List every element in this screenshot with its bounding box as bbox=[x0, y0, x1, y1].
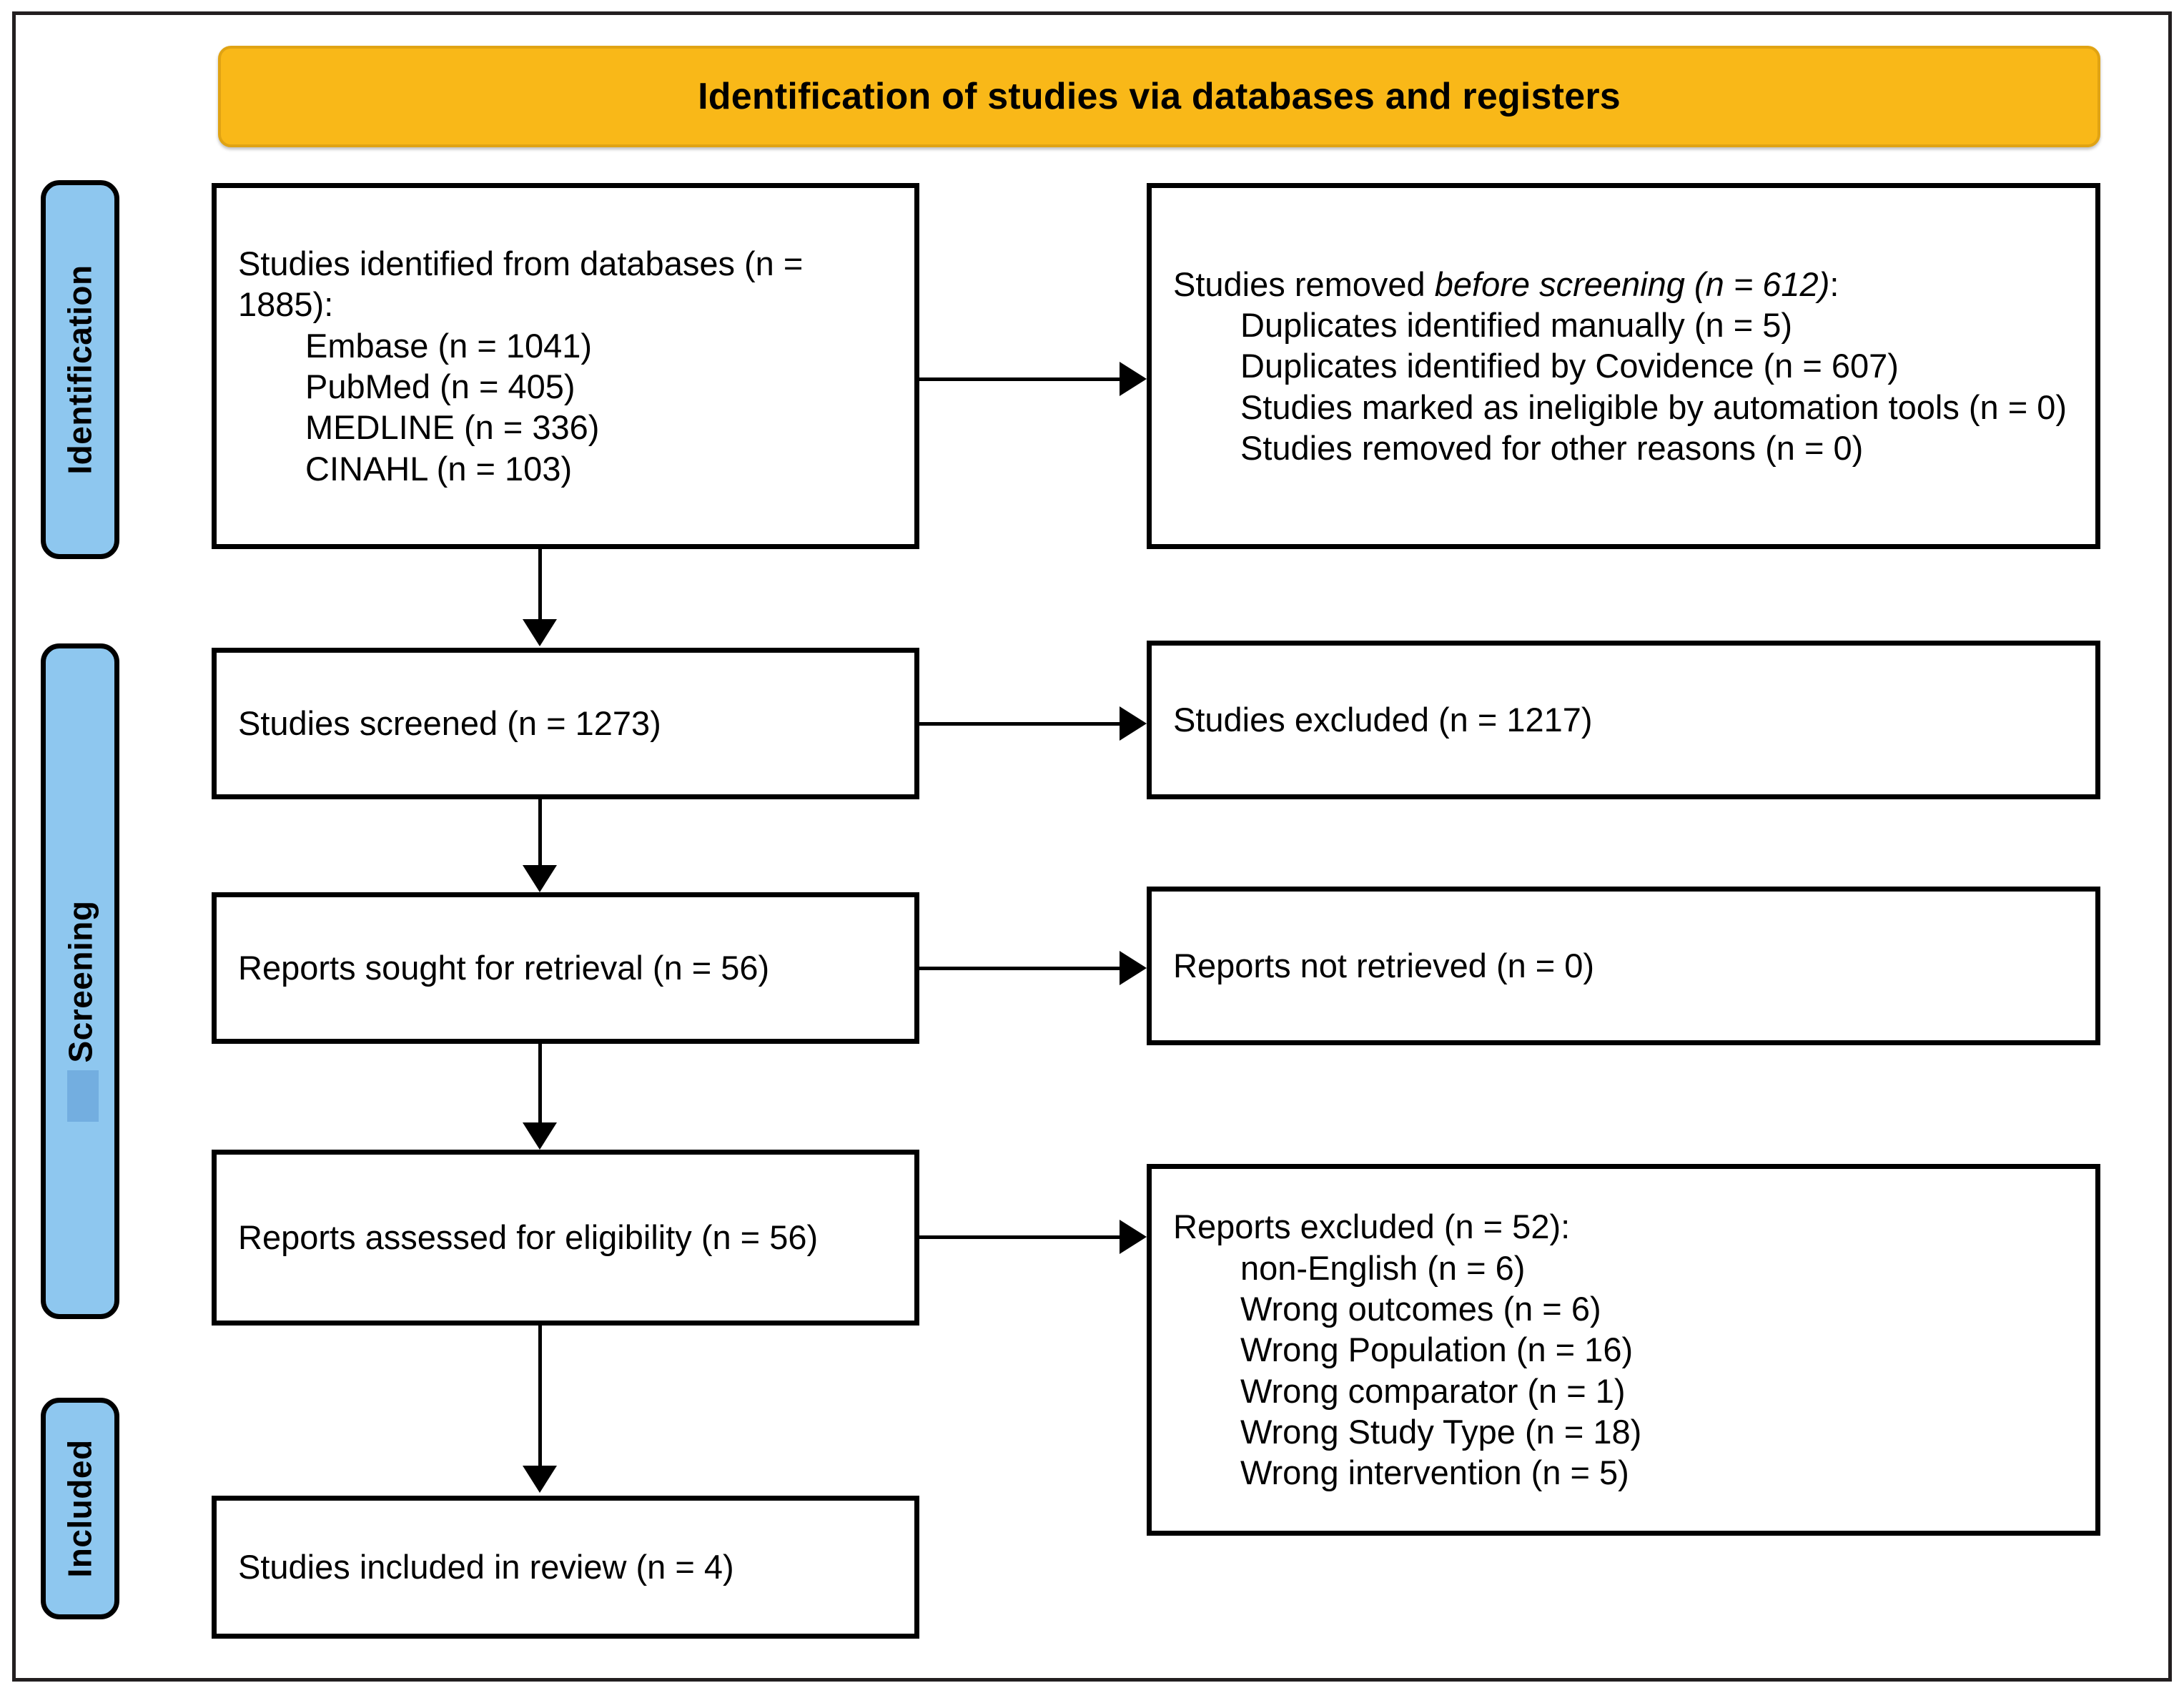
box-reports-not-retrieved: Reports not retrieved (n = 0) bbox=[1147, 887, 2100, 1045]
stage-tab-included-label: Included bbox=[61, 1439, 99, 1578]
arrowhead-sought-to-not-retrieved bbox=[1120, 951, 1147, 985]
box-studies-screened: Studies screened (n = 1273) bbox=[212, 648, 919, 799]
box-studies-identified-item: CINAHL (n = 103) bbox=[305, 449, 573, 488]
connector-assessed-to-included bbox=[538, 1326, 542, 1469]
arrowhead-identified-to-screened bbox=[523, 619, 557, 646]
box-reports-assessed-text: Reports assessed for eligibility (n = 56… bbox=[238, 1218, 819, 1257]
stage-tab-screening: Screening bbox=[41, 643, 119, 1319]
box-reports-excluded-item: Wrong outcomes (n = 6) bbox=[1240, 1290, 1601, 1328]
arrowhead-identified-to-removed bbox=[1120, 362, 1147, 396]
box-reports-excluded-item: Wrong intervention (n = 5) bbox=[1240, 1453, 1629, 1492]
box-reports-excluded-item: Wrong comparator (n = 1) bbox=[1240, 1371, 1626, 1410]
box-studies-removed-heading: Studies removed before screening (n = 61… bbox=[1173, 264, 2074, 305]
banner-title: Identification of studies via databases … bbox=[698, 76, 1621, 117]
stage-tab-included: Included bbox=[41, 1398, 119, 1619]
arrowhead-assessed-to-included bbox=[523, 1466, 557, 1493]
box-studies-removed-item: Studies marked as ineligible by automati… bbox=[1240, 388, 2067, 426]
box-reports-excluded-heading: Reports excluded (n = 52): bbox=[1173, 1208, 1571, 1246]
stage-tab-screening-label: Screening bbox=[61, 900, 99, 1062]
stage-tab-identification-label: Identification bbox=[61, 265, 99, 475]
connector-screened-to-sought bbox=[538, 799, 542, 868]
heading-italic: before screening (n = 612) bbox=[1434, 265, 1830, 303]
connector-sought-to-assessed bbox=[538, 1044, 542, 1125]
connector-screened-to-excluded bbox=[919, 722, 1120, 726]
heading-suffix: : bbox=[1829, 265, 1839, 303]
box-studies-included-in-review: Studies included in review (n = 4) bbox=[212, 1496, 919, 1639]
box-reports-assessed-for-eligibility: Reports assessed for eligibility (n = 56… bbox=[212, 1150, 919, 1326]
box-studies-screened-text: Studies screened (n = 1273) bbox=[238, 704, 661, 743]
box-studies-excluded-text: Studies excluded (n = 1217) bbox=[1173, 701, 1593, 739]
heading-prefix: Studies removed bbox=[1173, 265, 1435, 303]
arrowhead-screened-to-excluded bbox=[1120, 706, 1147, 741]
box-reports-sought-text: Reports sought for retrieval (n = 56) bbox=[238, 949, 770, 987]
box-studies-identified-item: PubMed (n = 405) bbox=[305, 367, 575, 405]
connector-sought-to-not-retrieved bbox=[919, 967, 1120, 970]
box-reports-excluded-item: Wrong Population (n = 16) bbox=[1240, 1331, 1634, 1369]
box-studies-identified-item: MEDLINE (n = 336) bbox=[305, 408, 600, 447]
stage-tab-identification: Identification bbox=[41, 180, 119, 559]
box-studies-removed-before-screening: Studies removed before screening (n = 61… bbox=[1147, 183, 2100, 549]
box-studies-identified-heading: Studies identified from databases (n = 1… bbox=[238, 245, 813, 324]
arrowhead-assessed-to-reports-excluded bbox=[1120, 1220, 1147, 1254]
box-studies-removed-item: Duplicates identified by Covidence (n = … bbox=[1240, 347, 1899, 385]
box-reports-excluded-item: non-English (n = 6) bbox=[1240, 1248, 1526, 1287]
box-reports-excluded: Reports excluded (n = 52): non-English (… bbox=[1147, 1164, 2100, 1536]
banner-identification-header: Identification of studies via databases … bbox=[218, 46, 2100, 147]
arrowhead-screened-to-sought bbox=[523, 865, 557, 892]
box-studies-removed-item: Studies removed for other reasons (n = 0… bbox=[1240, 428, 1864, 467]
connector-identified-to-screened bbox=[538, 549, 542, 621]
box-studies-removed-item: Duplicates identified manually (n = 5) bbox=[1240, 306, 1792, 344]
arrowhead-sought-to-assessed bbox=[523, 1122, 557, 1150]
box-studies-identified: Studies identified from databases (n = 1… bbox=[212, 183, 919, 549]
connector-assessed-to-reports-excluded bbox=[919, 1235, 1120, 1239]
box-studies-included-text: Studies included in review (n = 4) bbox=[238, 1548, 734, 1586]
box-studies-excluded: Studies excluded (n = 1217) bbox=[1147, 641, 2100, 799]
connector-identified-to-removed bbox=[919, 377, 1120, 381]
box-studies-identified-item: Embase (n = 1041) bbox=[305, 326, 593, 365]
box-reports-sought-for-retrieval: Reports sought for retrieval (n = 56) bbox=[212, 892, 919, 1044]
box-reports-excluded-item: Wrong Study Type (n = 18) bbox=[1240, 1412, 1642, 1451]
box-reports-not-retrieved-text: Reports not retrieved (n = 0) bbox=[1173, 947, 1595, 985]
